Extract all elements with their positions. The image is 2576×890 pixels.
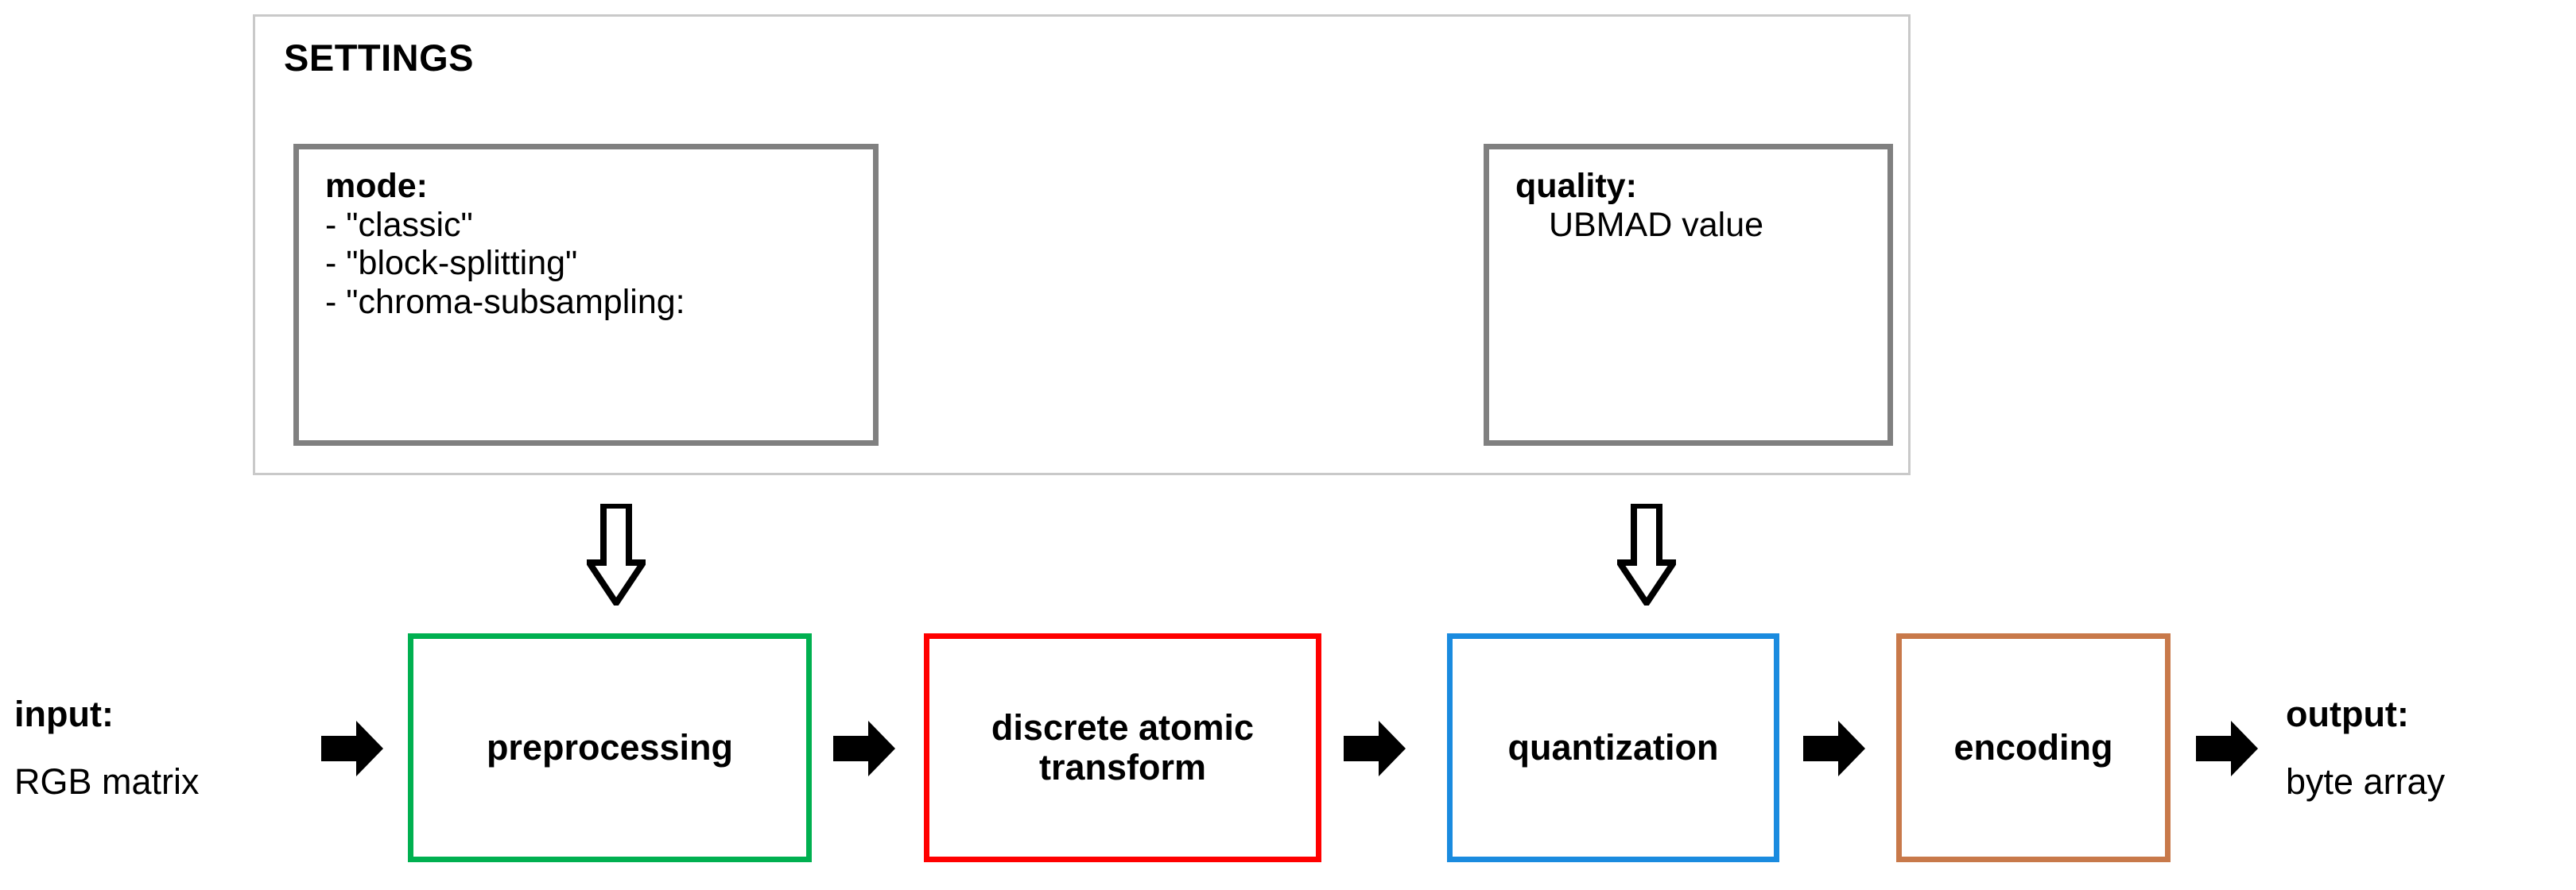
input-value: RGB matrix [14, 761, 200, 802]
input-key: input: [14, 694, 114, 734]
setting-mode-content: mode: - "classic" - "block-splitting" - … [325, 167, 865, 321]
down-arrow-icon-quality-to-quantization [1617, 504, 1676, 606]
stage-label-transform-line2: transform [1038, 747, 1207, 787]
stage-label-preprocessing: preprocessing [486, 726, 734, 768]
pipeline-stage-encoding[interactable]: encoding [1896, 633, 2171, 862]
stage-label-transform: discrete atomic transform [983, 706, 1262, 788]
settings-panel: SETTINGS mode: - "classic" - "block-spli… [253, 14, 1911, 475]
output-value: byte array [2286, 761, 2446, 802]
setting-quality-value: UBMAD value [1549, 205, 1764, 244]
right-arrow-icon-input-to-preprocessing [321, 721, 383, 776]
pipeline-stage-preprocessing[interactable]: preprocessing [408, 633, 812, 862]
setting-quality-content: quality: UBMAD value [1515, 167, 1880, 244]
output-key: output: [2286, 694, 2409, 734]
pipeline-row: input: RGB matrix preprocessing discrete… [0, 633, 2576, 864]
stage-label-quantization: quantization [1507, 726, 1719, 768]
down-arrow-icon-mode-to-preprocessing [587, 504, 646, 606]
setting-quality-key: quality: [1515, 167, 1637, 205]
right-arrow-icon-preprocessing-to-transform [833, 721, 895, 776]
setting-box-mode: mode: - "classic" - "block-splitting" - … [293, 144, 879, 446]
pipeline-stage-discrete-atomic-transform[interactable]: discrete atomic transform [924, 633, 1321, 862]
pipeline-stage-quantization[interactable]: quantization [1447, 633, 1779, 862]
setting-box-quality: quality: UBMAD value [1484, 144, 1893, 446]
right-arrow-icon-quantization-to-encoding [1803, 721, 1865, 776]
right-arrow-icon-transform-to-quantization [1344, 721, 1406, 776]
setting-mode-option-chroma-subsampling: - "chroma-subsampling: [325, 282, 685, 321]
stage-label-encoding: encoding [1953, 726, 2113, 768]
setting-mode-key: mode: [325, 167, 428, 205]
setting-mode-option-classic: - "classic" [325, 205, 473, 244]
pipeline-output-label: output: byte array [2286, 633, 2560, 862]
settings-panel-title: SETTINGS [284, 37, 475, 79]
setting-mode-option-block-splitting: - "block-splitting" [325, 244, 578, 283]
pipeline-input-label: input: RGB matrix [14, 633, 308, 862]
stage-label-transform-line1: discrete atomic [991, 706, 1255, 748]
right-arrow-icon-encoding-to-output [2196, 721, 2258, 776]
